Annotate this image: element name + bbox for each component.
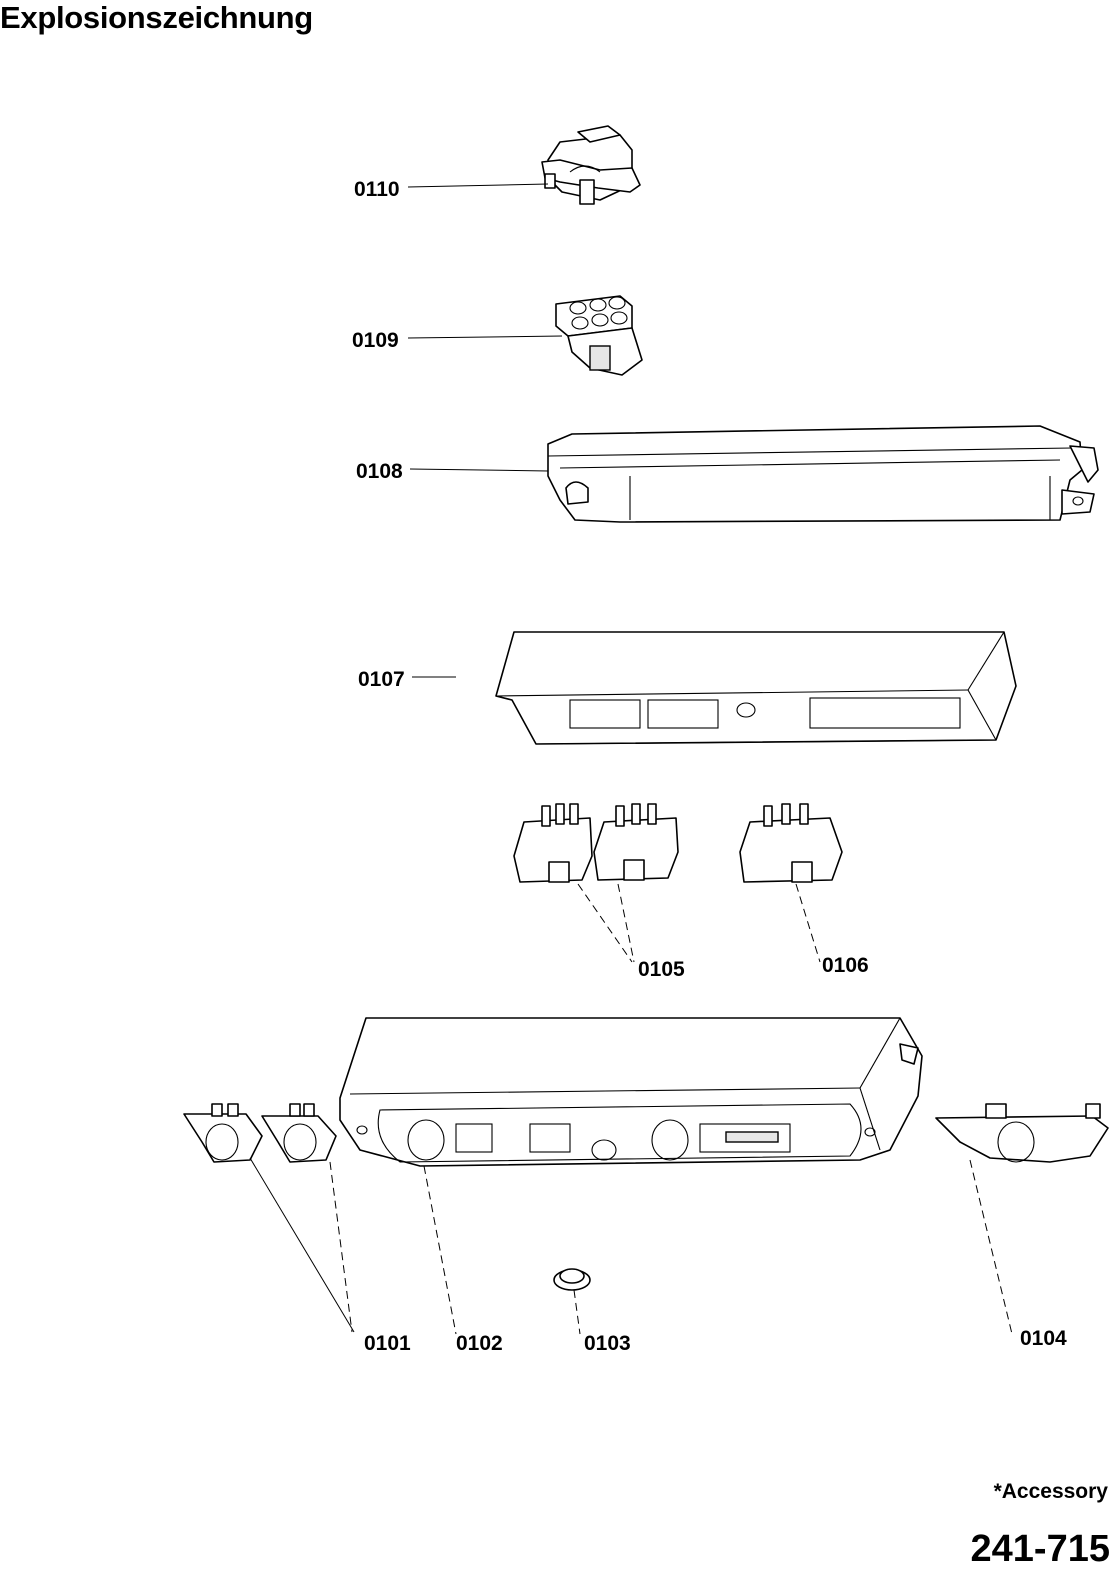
- label-0101: 0101: [364, 1332, 411, 1355]
- accessory-note: *Accessory: [993, 1480, 1108, 1503]
- label-0102: 0102: [456, 1332, 503, 1355]
- document-number: 241-715: [970, 1528, 1110, 1570]
- label-0103: 0103: [584, 1332, 631, 1355]
- page-title: Explosionszeichnung: [0, 0, 313, 35]
- label-0108: 0108: [356, 460, 403, 483]
- part-0105-switch-a: [513, 803, 593, 883]
- part-0104-drawing: [935, 1103, 1109, 1163]
- part-0102-drawing: [339, 1017, 923, 1167]
- label-0107: 0107: [358, 668, 405, 691]
- part-0108-drawing: [547, 425, 1099, 523]
- part-0101-cap-b: [261, 1103, 337, 1163]
- part-0106-switch: [739, 803, 843, 883]
- part-0103-drawing: [553, 1268, 591, 1291]
- label-0104: 0104: [1020, 1327, 1067, 1350]
- label-0105: 0105: [638, 958, 685, 981]
- part-0109-drawing: [555, 295, 643, 376]
- part-0101-cap-a: [183, 1103, 263, 1163]
- part-0107-drawing: [495, 631, 1017, 745]
- label-0106: 0106: [822, 954, 869, 977]
- label-0110: 0110: [354, 178, 400, 201]
- part-0105-switch-b: [593, 803, 679, 881]
- label-0109: 0109: [352, 329, 399, 352]
- part-0110-drawing: [541, 125, 641, 205]
